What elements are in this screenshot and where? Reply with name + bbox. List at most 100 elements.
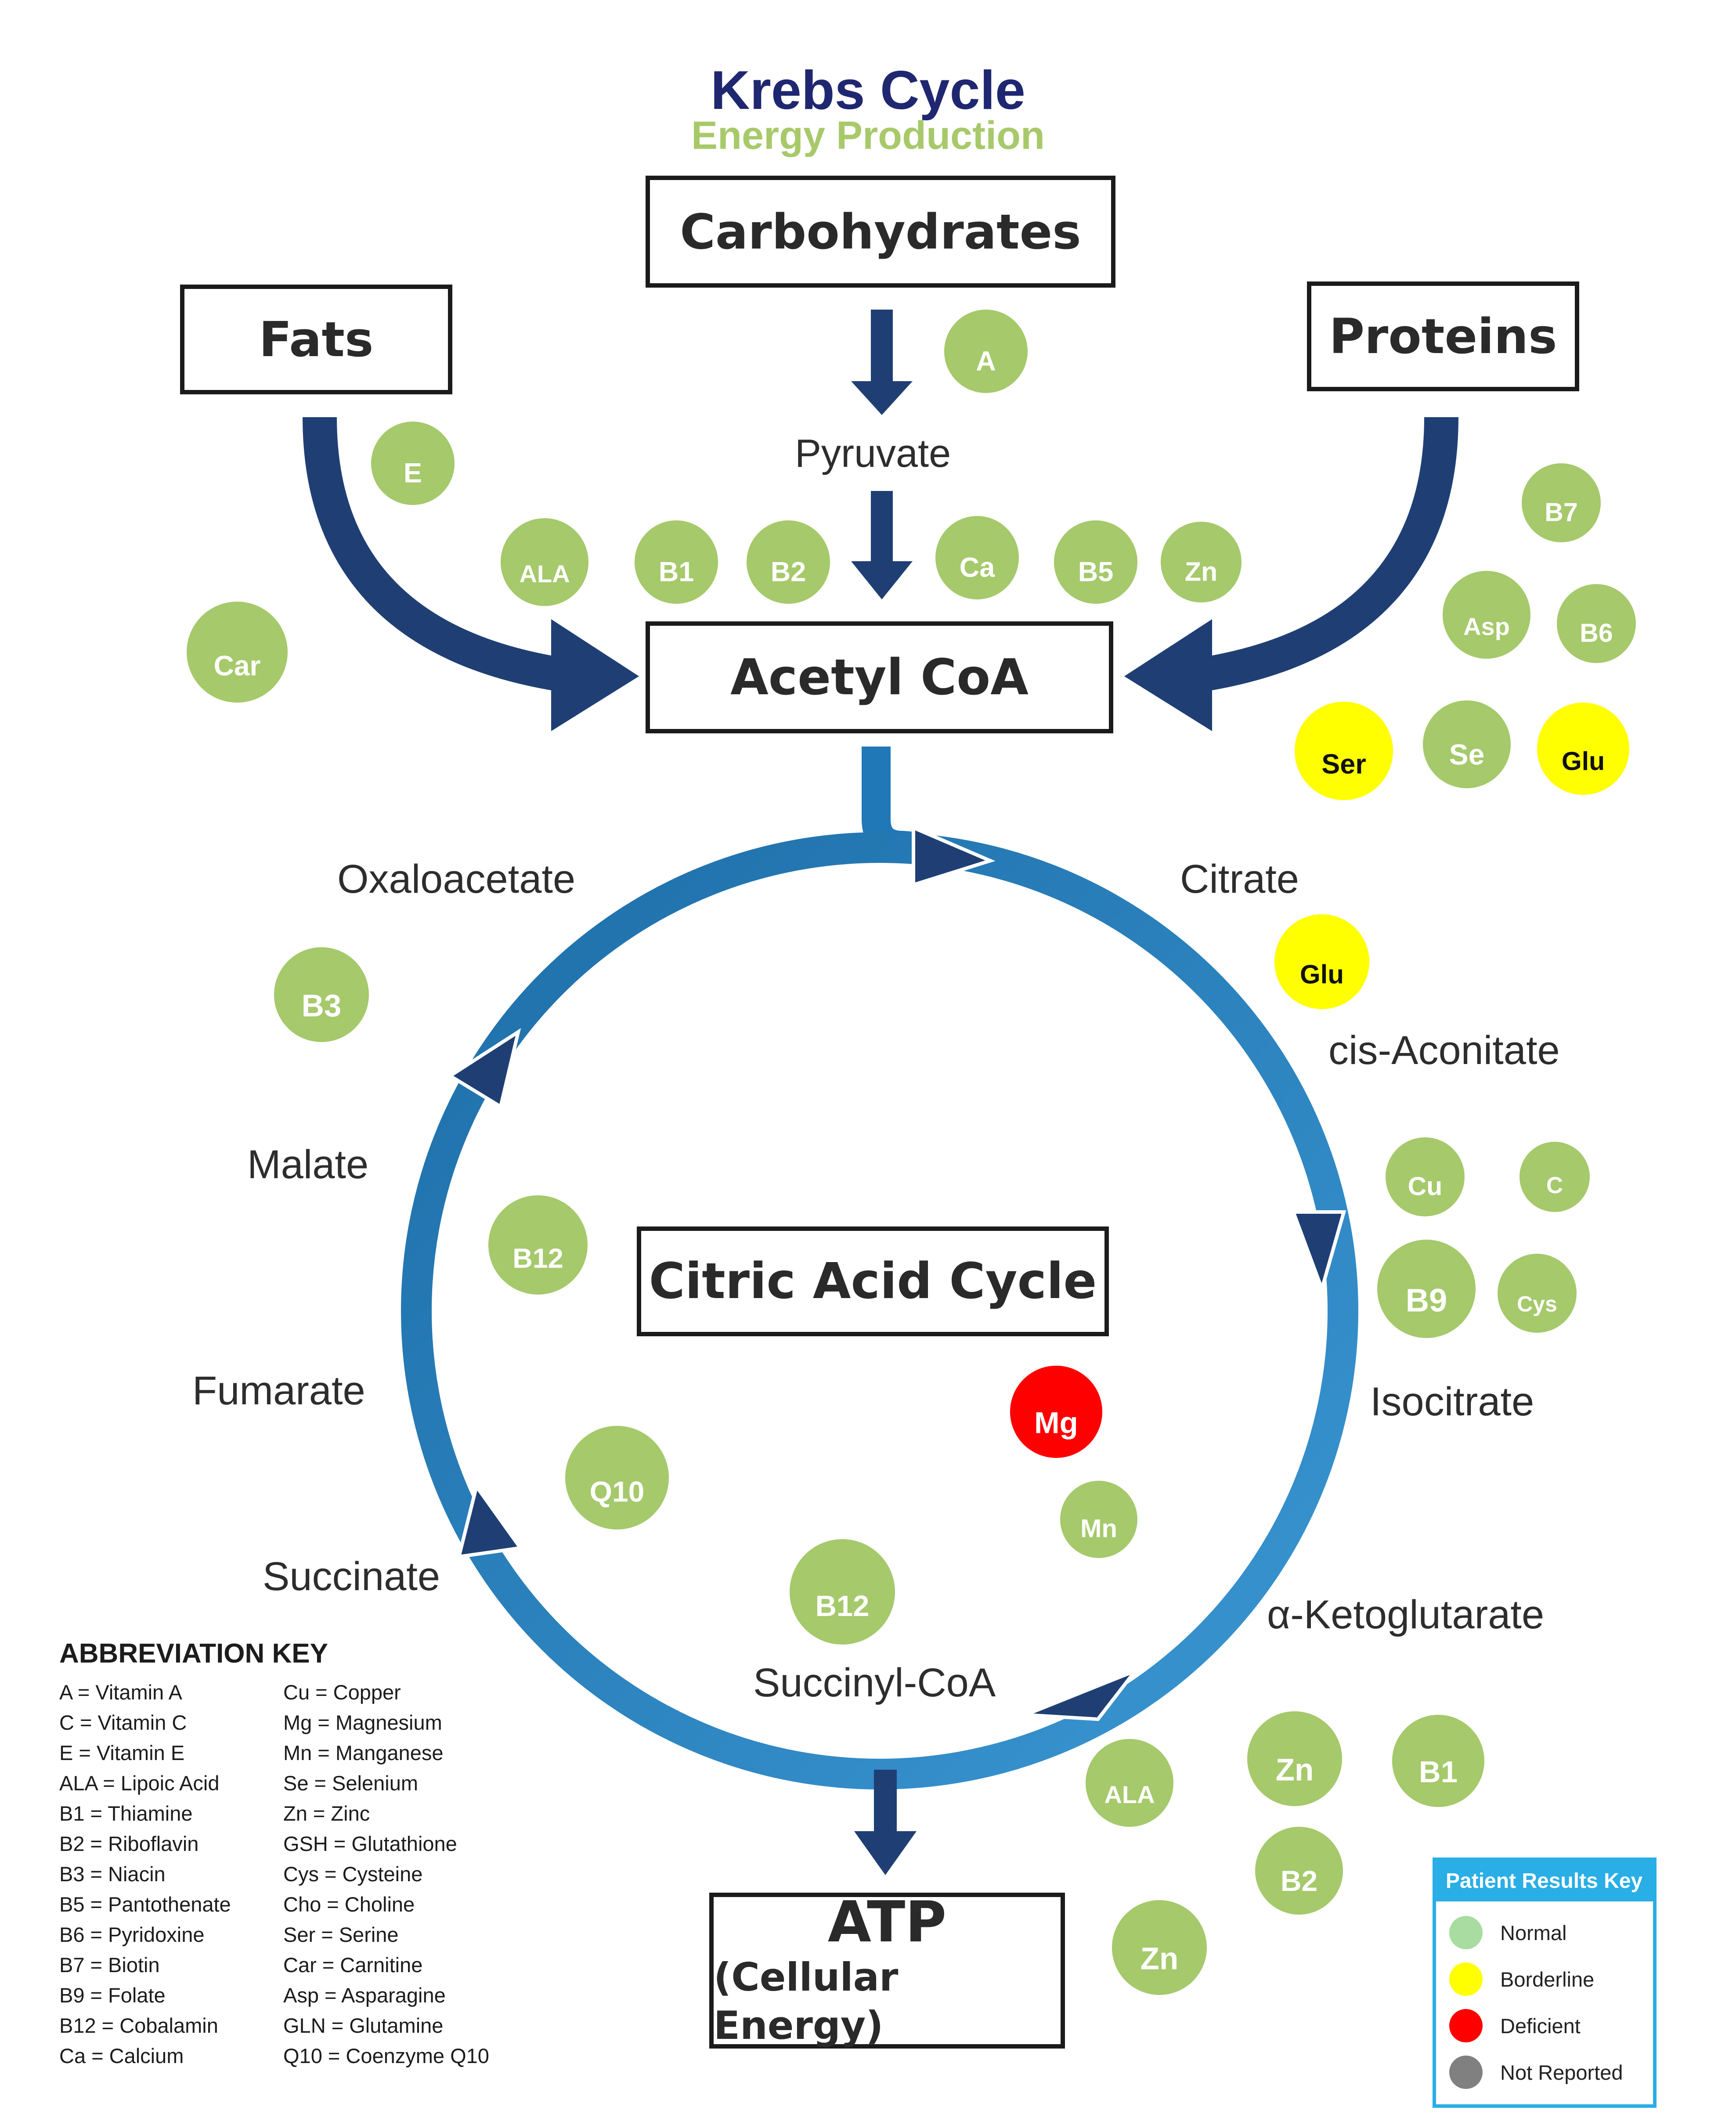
legend-label: Not Reported — [1500, 2060, 1623, 2084]
abbreviation-entry: Car = Carnitine — [283, 1953, 423, 1977]
fats-box: Fats — [180, 285, 452, 394]
pyruvate-label: Pyruvate — [795, 432, 951, 476]
carb-arrow-head — [851, 381, 913, 415]
abbreviation-entry: C = Vitamin C — [59, 1711, 187, 1734]
abbreviation-entry: Cu = Copper — [283, 1681, 401, 1704]
nutrient-label: Mn — [1080, 1514, 1117, 1543]
atp-box: ATP (Cellular Energy) — [709, 1891, 1065, 2049]
nutrient-label: B12 — [512, 1243, 563, 1274]
proteins-arrow-shaft — [1202, 417, 1458, 691]
citrate-label: Citrate — [1180, 857, 1299, 902]
patient-results-key-title: Patient Results Key — [1436, 1861, 1653, 1901]
nutrient-label: Se — [1449, 738, 1485, 771]
nutrient-label: Zn — [1185, 556, 1218, 586]
nutrient-label: B12 — [816, 1590, 870, 1623]
nutrient-label: Glu — [1562, 747, 1605, 776]
nutrient-circle — [944, 310, 1028, 393]
nutrient-label: B2 — [1281, 1865, 1317, 1897]
proteins-box: Proteins — [1307, 281, 1579, 391]
nutrient-marker: B5 — [1054, 520, 1137, 604]
nutrient-marker: B12 — [790, 1539, 895, 1645]
malate-label: Malate — [247, 1142, 369, 1187]
legend-item: Normal — [1436, 1909, 1653, 1956]
abbreviation-entry: Q10 = Coenzyme Q10 — [283, 2044, 489, 2067]
nutrient-circle — [935, 516, 1019, 599]
nutrient-label: B6 — [1580, 618, 1613, 647]
nutrient-marker: A — [944, 310, 1028, 393]
nutrient-marker: Q10 — [565, 1426, 669, 1529]
acetyl-coa-label: Acetyl CoA — [730, 649, 1029, 706]
legend-label: Borderline — [1500, 1967, 1595, 1991]
nutrient-label: Ca — [960, 552, 995, 583]
nutrient-label: B2 — [771, 557, 806, 588]
abbreviation-entry: B9 = Folate — [59, 1984, 166, 2007]
legend-item: Borderline — [1436, 1956, 1653, 2002]
nutrient-label: B1 — [1419, 1755, 1458, 1789]
legend-item: Not Reported — [1436, 2049, 1653, 2096]
isocitrate-label: Isocitrate — [1370, 1379, 1534, 1424]
abbreviation-entry: Mn = Manganese — [283, 1741, 444, 1764]
abbreviation-entry: GLN = Glutamine — [283, 2014, 444, 2037]
abbreviation-entry: GSH = Glutathione — [283, 1832, 457, 1855]
carbohydrates-box: Carbohydrates — [646, 176, 1115, 288]
nutrient-marker: C — [1519, 1142, 1590, 1212]
nutrient-circle — [1112, 1900, 1207, 1995]
nutrient-label: ALA — [519, 560, 570, 588]
nutrient-marker: B1 — [635, 520, 718, 604]
nutrient-label: E — [404, 458, 422, 489]
nutrient-label: A — [976, 346, 996, 377]
abbreviation-entry: B7 = Biotin — [59, 1953, 160, 1977]
nutrient-circle — [1010, 1366, 1102, 1458]
nutrient-circle — [635, 520, 718, 604]
cycle-arrow-succinyl — [1025, 1666, 1141, 1721]
nutrient-label: Asp — [1463, 613, 1510, 640]
nutrient-circle — [1161, 522, 1242, 602]
abbreviation-entry: Cys = Cysteine — [283, 1862, 423, 1886]
succinate-label: Succinate — [263, 1554, 440, 1599]
acetyl-coa-box: Acetyl CoA — [646, 621, 1113, 733]
nutrient-label: Q10 — [590, 1475, 645, 1508]
abbreviation-entry: B3 = Niacin — [59, 1862, 166, 1886]
nutrient-circle — [1255, 1827, 1343, 1915]
nutrient-circle — [1522, 463, 1601, 542]
nutrient-label: B3 — [302, 989, 342, 1024]
abbreviation-entry: Cho = Choline — [283, 1893, 415, 1916]
legend-swatch — [1449, 2056, 1483, 2089]
nutrient-circle — [1423, 700, 1511, 788]
nutrient-marker: Ca — [935, 516, 1019, 599]
nutrient-marker: Car — [187, 602, 288, 703]
nutrient-marker: ALA — [1086, 1739, 1173, 1827]
nutrient-circle — [488, 1195, 588, 1295]
nutrient-marker: B6 — [1557, 584, 1636, 663]
nutrient-circle — [1295, 702, 1393, 800]
abbreviation-entry: B5 = Pantothenate — [59, 1893, 231, 1916]
legend-swatch — [1449, 2009, 1483, 2042]
legend-label: Deficient — [1500, 2014, 1581, 2038]
oxaloacetate-label: Oxaloacetate — [337, 857, 576, 902]
nutrient-label: Zn — [1140, 1942, 1179, 1977]
fumarate-label: Fumarate — [192, 1368, 365, 1413]
pyruvate-arrow-shaft — [871, 491, 893, 563]
abbreviation-entry: B2 = Riboflavin — [59, 1832, 199, 1855]
legend-item: Deficient — [1436, 2002, 1653, 2049]
nutrient-circle — [1557, 584, 1636, 663]
nutrient-marker: B12 — [488, 1195, 588, 1295]
proteins-label: Proteins — [1329, 308, 1557, 364]
nutrient-circle — [1392, 1715, 1484, 1807]
legend-swatch — [1449, 1962, 1483, 1996]
abbreviation-entry: B12 = Cobalamin — [59, 2014, 218, 2037]
nutrient-circle — [790, 1539, 895, 1645]
nutrient-label: Zn — [1276, 1753, 1314, 1788]
diagram-title: Krebs Cycle — [711, 60, 1025, 121]
nutrient-label: B5 — [1078, 557, 1114, 588]
fats-arrow-shaft — [303, 417, 561, 691]
nutrient-marker: Glu — [1274, 914, 1369, 1009]
nutrient-circle — [1247, 1711, 1342, 1806]
nutrient-circle — [371, 422, 455, 505]
nutrient-label: Cu — [1408, 1172, 1443, 1201]
nutrient-marker: Cys — [1498, 1254, 1577, 1333]
